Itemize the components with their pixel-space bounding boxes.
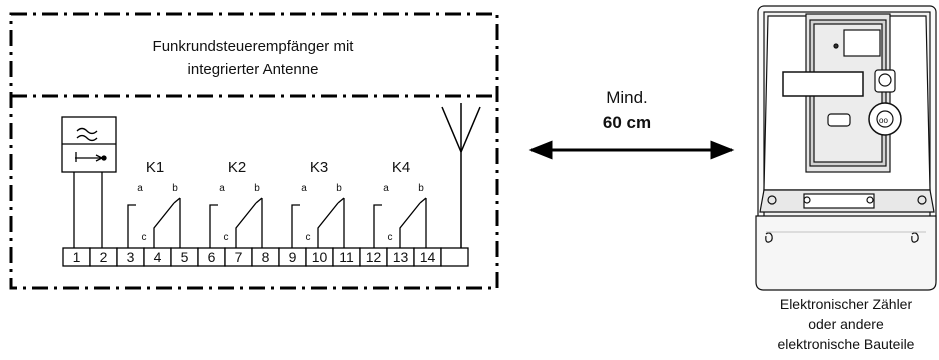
filter-rectifier-symbol [61, 116, 117, 248]
meter-caption-line1: Elektronischer Zähler [780, 296, 913, 312]
terminal-10: 10 [305, 247, 334, 267]
contact-a-wire [373, 204, 382, 248]
receiver-title-line2: integrierter Antenne [188, 61, 319, 78]
terminal-label: 13 [393, 249, 409, 265]
terminal-8: 8 [251, 247, 280, 267]
terminal-6: 6 [197, 247, 226, 267]
contact-a-wire [209, 204, 218, 248]
terminal-5: 5 [170, 247, 199, 267]
contact-a-label: a [137, 183, 143, 194]
contact-b-label: b [172, 183, 178, 194]
contact-a-label: a [301, 183, 307, 194]
contact-b-tip [337, 197, 345, 204]
switch-blade [317, 202, 339, 248]
contact-b-tip [419, 197, 427, 204]
receiver-title-line1: Funkrundsteuerempfänger mit [153, 38, 355, 55]
contact-b-label: b [254, 183, 260, 194]
contact-b-label: b [418, 183, 424, 194]
terminal-11: 11 [332, 247, 361, 267]
contact-b-tip [173, 197, 181, 204]
meter-caption-line2: oder andere [808, 316, 884, 332]
terminal-label: 6 [208, 249, 216, 265]
terminal-label: 7 [235, 249, 243, 265]
contact-c-label: c [224, 232, 229, 243]
terminal-blank [440, 247, 469, 267]
relay-k1: K1a b c [127, 159, 181, 248]
terminal-label: 4 [154, 249, 162, 265]
terminal-label: 14 [420, 249, 436, 265]
terminal-9: 9 [278, 247, 307, 267]
contact-a-wire [127, 204, 136, 248]
relay-name: K2 [228, 159, 246, 176]
contact-b-tip [255, 197, 263, 204]
terminal-4: 4 [143, 247, 172, 267]
terminal-label: 12 [366, 249, 382, 265]
terminal-label: 1 [73, 249, 81, 265]
terminal-13: 13 [386, 247, 415, 267]
relay-name: K3 [310, 159, 328, 176]
relay-name: K1 [146, 159, 164, 176]
contact-c-label: c [142, 232, 147, 243]
switch-blade [235, 202, 257, 248]
distance-label: Mind. [606, 88, 648, 107]
contact-c-label: c [388, 232, 393, 243]
distance-value: 60 cm [603, 113, 651, 132]
switch-blade [153, 202, 175, 248]
receiver-housing [9, 12, 499, 290]
contact-c-label: c [306, 232, 311, 243]
terminal-label: 9 [289, 249, 297, 265]
terminal-14: 14 [413, 247, 442, 267]
terminal-1: 1 [62, 247, 91, 267]
terminal-label: 2 [100, 249, 108, 265]
contact-a-wire [291, 204, 300, 248]
terminal-3: 3 [116, 247, 145, 267]
contact-b-label: b [336, 183, 342, 194]
terminal-2: 2 [89, 247, 118, 267]
relay-k2: K2a b c [209, 159, 263, 248]
terminal-label: 8 [262, 249, 270, 265]
contact-a-label: a [383, 183, 389, 194]
contact-a-label: a [219, 183, 225, 194]
antenna-icon [441, 103, 481, 248]
terminal-7: 7 [224, 247, 253, 267]
meter-caption-line3: elektronische Bauteile [778, 336, 915, 352]
terminal-label: 3 [127, 249, 135, 265]
terminal-label: 10 [312, 249, 328, 265]
relay-k3: K3a b c [291, 159, 345, 248]
terminal-label: 5 [181, 249, 189, 265]
relay-name: K4 [392, 159, 410, 176]
electricity-meter-icon: oo [755, 5, 937, 291]
relay-k4: K4a b c [373, 159, 427, 248]
svg-text:oo: oo [879, 116, 888, 125]
switch-blade [399, 202, 421, 248]
terminal-12: 12 [359, 247, 388, 267]
terminal-label: 11 [339, 249, 354, 265]
